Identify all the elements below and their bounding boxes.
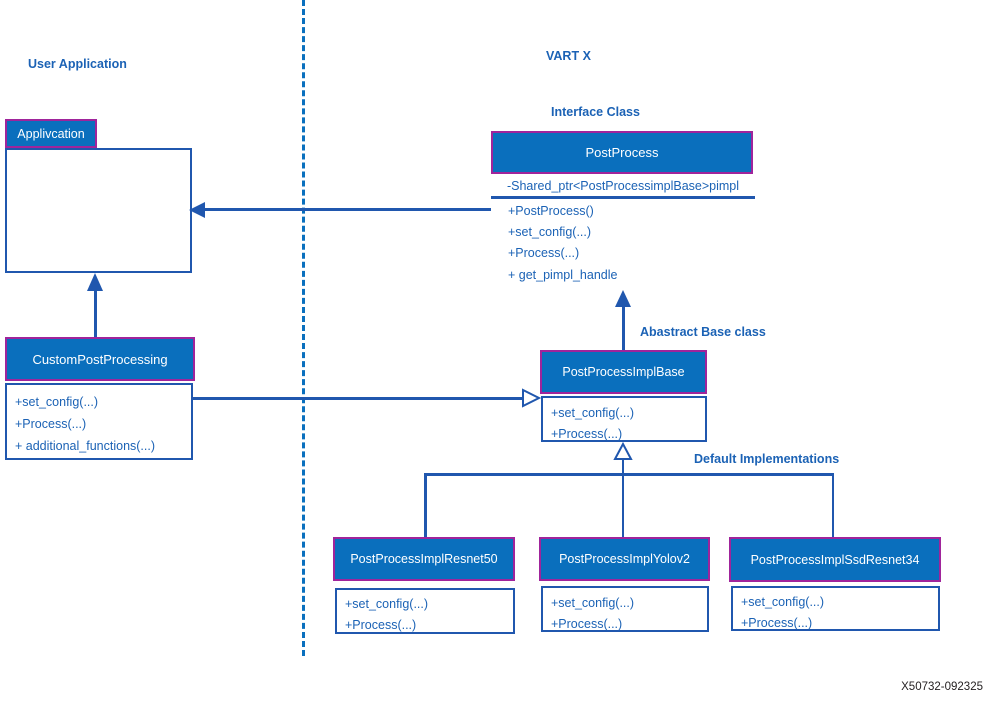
impl-ssd-resnet34-header: PostProcessImplSsdResnet34 xyxy=(729,537,941,582)
application-folder-body xyxy=(5,148,192,273)
impl-resnet50-methods-box: +set_config(...) +Process(...) xyxy=(335,588,515,634)
application-folder-tab: Applivcation xyxy=(5,119,97,148)
method-item: + additional_functions(...) xyxy=(15,439,156,453)
arrowhead-up-icon xyxy=(615,290,631,307)
method-item: +set_config(...) xyxy=(345,596,429,611)
method-item: +Process(...) xyxy=(15,417,87,431)
method-item: +set_config(...) xyxy=(741,594,825,609)
post-process-attribute-underline xyxy=(491,196,755,199)
arrow-custom-to-application-line xyxy=(93,289,97,337)
method-item: + get_pimpl_handle xyxy=(508,267,618,282)
custom-post-processing-methods-box: +set_config(...) +Process(...) + additio… xyxy=(5,383,193,460)
post-process-method-list: +PostProcess() +set_config(...) +Process… xyxy=(508,200,617,285)
arrowhead-up-icon xyxy=(87,273,103,291)
method-item: +Process(...) xyxy=(551,427,623,442)
branch-to-resnet50-line xyxy=(424,473,427,537)
default-implementations-label: Default Implementations xyxy=(694,452,840,466)
interface-class-label: Interface Class xyxy=(551,105,640,119)
method-list: +set_config(...) +Process(...) xyxy=(345,593,513,636)
hollow-arrowhead-up-icon xyxy=(613,441,633,460)
post-process-attribute: -Shared_ptr<PostProcessimplBase>pimpl xyxy=(506,179,740,193)
impl-ssd-resnet34-methods-box: +set_config(...) +Process(...) xyxy=(731,586,940,631)
method-list: +set_config(...) +Process(...) xyxy=(741,591,938,634)
method-list: +set_config(...) +Process(...) xyxy=(551,402,705,445)
method-item: +set_config(...) xyxy=(551,405,635,420)
arrowhead-left-icon xyxy=(189,202,205,218)
generalization-custom-to-implbase-line xyxy=(193,397,523,400)
user-application-label: User Application xyxy=(28,57,127,71)
post-process-impl-base-methods-box: +set_config(...) +Process(...) xyxy=(541,396,707,442)
hollow-arrowhead-right-icon xyxy=(522,388,542,408)
custom-post-processing-header: CustomPostProcessing xyxy=(5,337,195,381)
abstract-base-class-label: Abastract Base class xyxy=(640,325,766,339)
arrow-implbase-to-postprocess-line xyxy=(621,305,625,351)
arrow-postprocess-to-application-line xyxy=(204,208,491,211)
method-item: +Process(...) xyxy=(741,616,813,631)
post-process-header: PostProcess xyxy=(491,131,753,174)
method-item: +set_config(...) xyxy=(508,224,592,239)
method-item: +PostProcess() xyxy=(508,203,594,218)
impl-yolov2-header: PostProcessImplYolov2 xyxy=(539,537,710,581)
method-list: +PostProcess() +set_config(...) +Process… xyxy=(508,200,617,285)
impl-resnet50-header: PostProcessImplResnet50 xyxy=(333,537,515,581)
vart-x-label: VART X xyxy=(546,49,591,63)
custom-post-processing-method-list: +set_config(...) +Process(...) + additio… xyxy=(15,391,191,457)
section-divider-line xyxy=(302,0,305,656)
generalization-branch-line xyxy=(424,473,834,476)
method-item: +Process(...) xyxy=(345,618,417,633)
figure-id-footnote: X50732-092325 xyxy=(901,681,983,693)
generalization-trunk-line xyxy=(621,459,624,537)
method-item: +set_config(...) xyxy=(551,595,635,610)
method-item: +set_config(...) xyxy=(15,395,99,409)
post-process-impl-base-header: PostProcessImplBase xyxy=(540,350,707,394)
method-item: +Process(...) xyxy=(508,246,580,261)
method-item: +Process(...) xyxy=(551,617,623,632)
method-list: +set_config(...) +Process(...) xyxy=(551,592,707,635)
impl-yolov2-methods-box: +set_config(...) +Process(...) xyxy=(541,586,709,632)
branch-to-ssdresnet34-line xyxy=(831,473,834,537)
